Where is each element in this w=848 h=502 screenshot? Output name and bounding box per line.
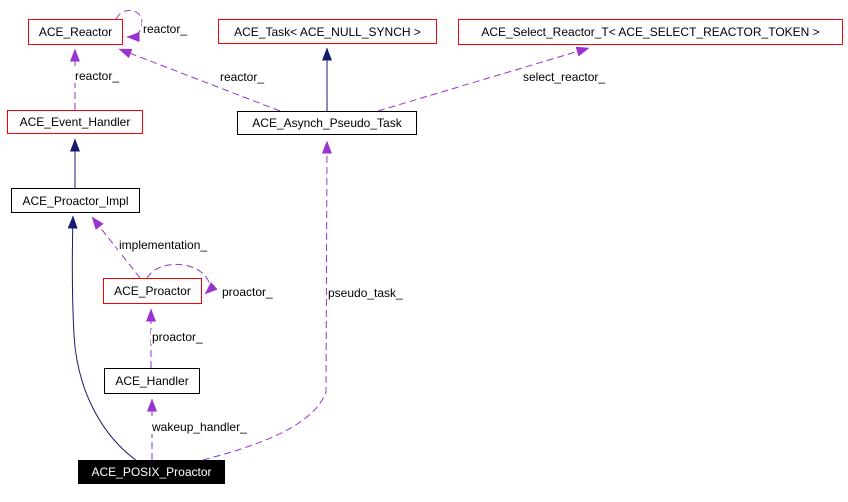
edge-inherit-posix-proactor-to-proactor-impl <box>67 215 138 462</box>
edge-usage-asynch-pseudo-task-to-reactor <box>118 48 281 112</box>
edge-label-implementation: implementation_ <box>118 238 209 252</box>
edge-label-wakeup-handler: wakeup_handler_ <box>151 420 248 434</box>
edge-label-reactor-self: reactor_ <box>142 22 189 36</box>
edge-usage-proactor-to-proactor-impl <box>91 216 141 279</box>
edge-usage-proactor-self-loop <box>146 263 218 295</box>
edge-label-pseudo-task-reactor: reactor_ <box>219 70 266 84</box>
edge-label-event-handler-reactor: reactor_ <box>74 69 121 83</box>
edge-label-handler-proactor: proactor_ <box>151 330 204 344</box>
class-node-ace-asynch-pseudo-task[interactable]: ACE_Asynch_Pseudo_Task <box>237 111 417 135</box>
class-node-ace-task[interactable]: ACE_Task< ACE_NULL_SYNCH > <box>218 19 437 44</box>
edge-label-pseudo-task: pseudo_task_ <box>327 286 404 300</box>
edge-label-select-reactor: select_reactor_ <box>522 70 607 84</box>
class-node-ace-event-handler[interactable]: ACE_Event_Handler <box>7 110 143 134</box>
edge-usage-asynch-pseudo-task-to-select-reactor <box>377 46 590 112</box>
class-node-ace-proactor[interactable]: ACE_Proactor <box>103 278 202 304</box>
class-node-ace-select-reactor-t[interactable]: ACE_Select_Reactor_T< ACE_SELECT_REACTOR… <box>458 19 843 45</box>
class-node-ace-proactor-impl[interactable]: ACE_Proactor_Impl <box>11 188 140 213</box>
class-node-ace-posix-proactor-focus: ACE_POSIX_Proactor <box>78 460 225 484</box>
edge-label-proactor-self: proactor_ <box>221 285 274 299</box>
edge-usage-posix-proactor-to-asynch-pseudo-task <box>202 140 332 461</box>
class-node-ace-handler[interactable]: ACE_Handler <box>104 368 200 394</box>
class-node-ace-reactor[interactable]: ACE_Reactor <box>28 19 123 45</box>
